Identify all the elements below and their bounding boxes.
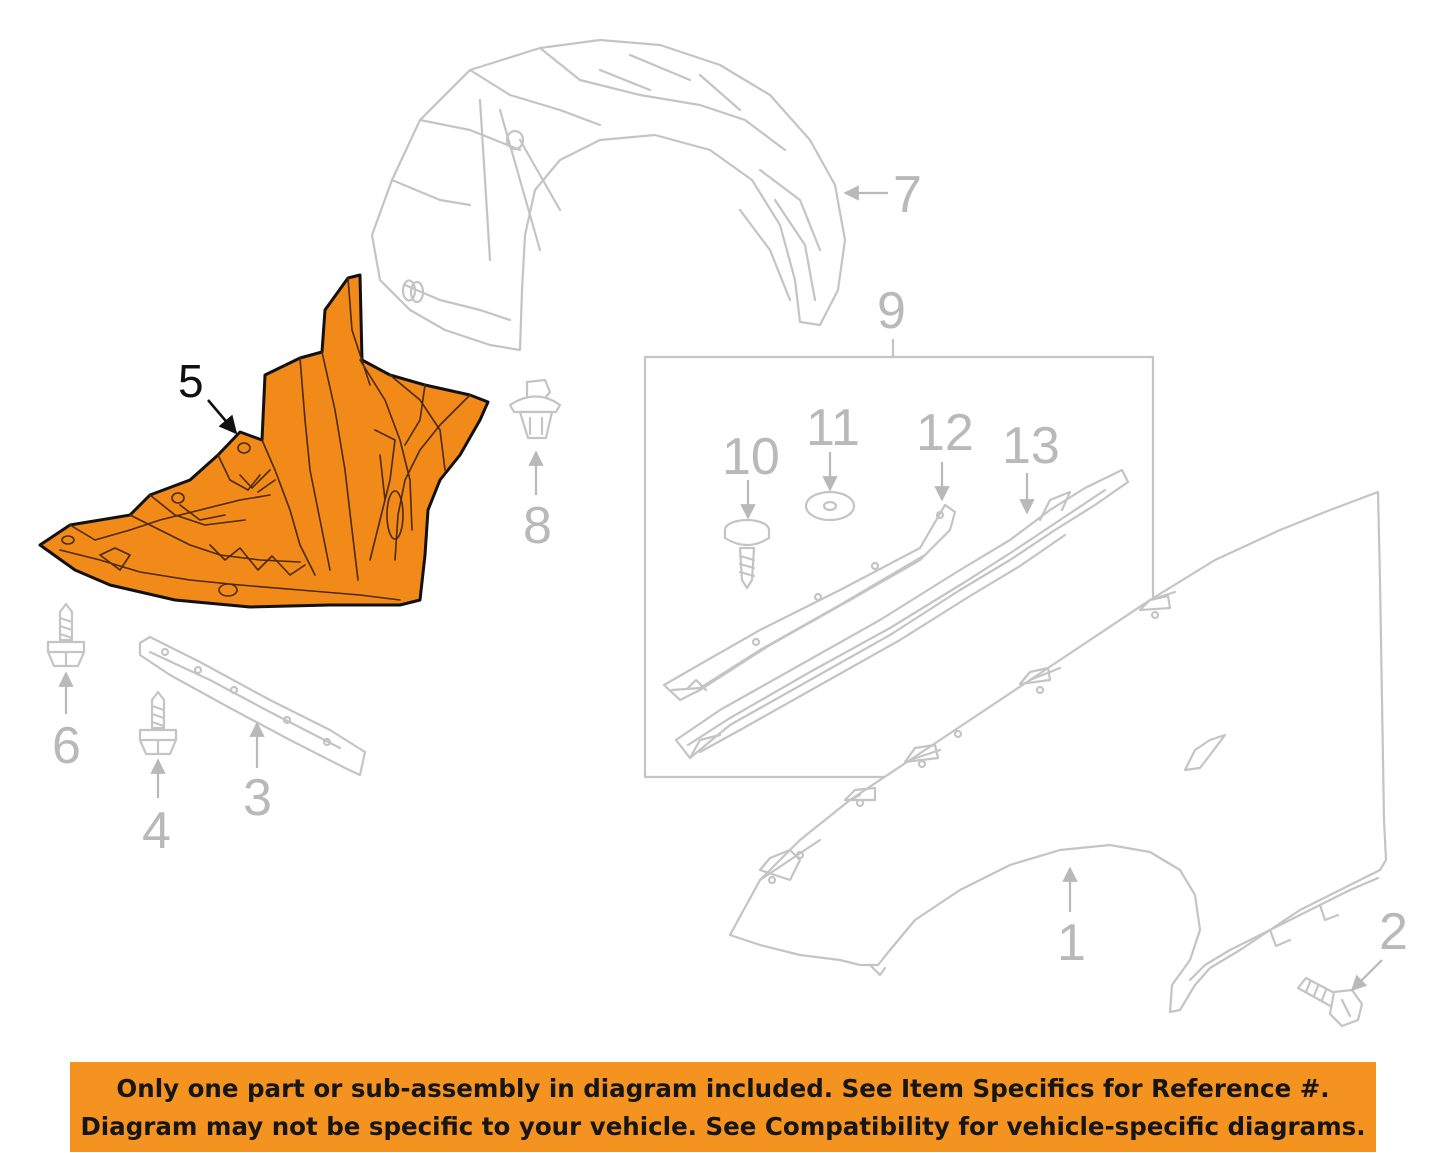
push-clip-part (508, 378, 562, 440)
callout-8: 8 (523, 497, 552, 555)
bolt-part-2 (1296, 976, 1364, 1028)
callout-13: 13 (1002, 417, 1060, 475)
callout-labels: 7 9 5 8 10 11 12 13 6 3 4 1 2 (52, 166, 1408, 972)
molding-strip-part-13 (674, 468, 1130, 760)
callout-4: 4 (142, 802, 171, 860)
callout-1: 1 (1057, 914, 1086, 972)
disclaimer-line-2: Diagram may not be specific to your vehi… (80, 1112, 1366, 1141)
callout-11: 11 (806, 399, 860, 457)
callout-2: 2 (1379, 903, 1408, 961)
disclaimer-line-1: Only one part or sub-assembly in diagram… (116, 1074, 1330, 1103)
molding-strip-part-12 (662, 503, 957, 702)
callout-7: 7 (893, 166, 922, 224)
bolt-part-6 (46, 602, 86, 668)
bolt-part-4 (138, 690, 178, 756)
fender-liner-part (370, 38, 847, 352)
callout-12: 12 (916, 404, 974, 462)
washer-part-11 (804, 490, 856, 522)
disclaimer-banner: Only one part or sub-assembly in diagram… (70, 1062, 1376, 1152)
fender-part (728, 490, 1388, 1014)
leader-lines (58, 185, 1383, 992)
splash-shield-part-highlighted (38, 273, 490, 609)
screw-part-10 (723, 518, 771, 590)
callout-10: 10 (722, 428, 780, 486)
callout-9: 9 (877, 282, 906, 340)
callout-3: 3 (243, 769, 272, 827)
callout-6: 6 (52, 717, 81, 775)
bracket-strip-part (138, 635, 367, 777)
callout-5: 5 (178, 355, 204, 407)
